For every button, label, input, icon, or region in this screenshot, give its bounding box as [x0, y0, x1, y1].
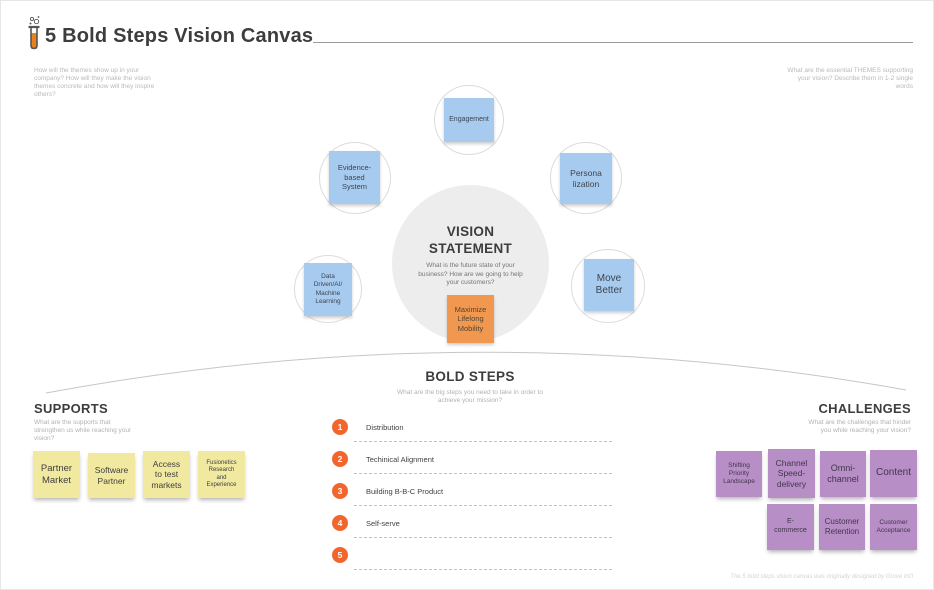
bold-step-row-3: 3 Building B-B-C Product	[332, 483, 614, 506]
bold-step-row-5: 5	[332, 547, 614, 570]
supports-heading: SUPPORTS	[34, 401, 108, 416]
footer-credit: The 5 bold steps vision canvas was origi…	[730, 574, 913, 580]
bold-step-row-2: 2 Techinical Alignment	[332, 451, 614, 474]
title-divider	[313, 42, 913, 43]
sticky-note-omni-channel[interactable]: Omni- channel	[820, 451, 866, 497]
step-3-dashed-line	[354, 505, 612, 506]
bold-steps-prompt: What are the big steps you need to take …	[397, 389, 543, 404]
step-2-label[interactable]: Techinical Alignment	[366, 455, 434, 464]
bold-step-row-1: 1 Distribution	[332, 419, 614, 442]
themes-hint-left: How will the themes show up in your comp…	[34, 67, 155, 98]
step-2-badge: 2	[332, 451, 348, 467]
sticky-note-software-partner[interactable]: Software Partner	[88, 453, 135, 498]
supports-prompt: What are the supports that strengthen us…	[34, 419, 132, 442]
step-5-badge: 5	[332, 547, 348, 563]
sticky-note-personalization[interactable]: Persona lization	[560, 153, 612, 204]
sticky-note-fusionetics-research[interactable]: Fusionetics Research and Experience	[198, 451, 245, 498]
sticky-note-shifting-priority-landscape[interactable]: Shifting Priority Landscape	[716, 451, 762, 497]
sticky-note-access-to-test-markets[interactable]: Access to test markets	[143, 451, 190, 498]
vision-statement-prompt: What is the future state of your busines…	[418, 262, 523, 286]
page-title: 5 Bold Steps Vision Canvas	[45, 25, 314, 47]
bold-steps-heading: BOLD STEPS	[425, 369, 515, 384]
step-3-label[interactable]: Building B-B-C Product	[366, 487, 444, 496]
sticky-note-partner-market[interactable]: Partner Market	[33, 451, 80, 498]
step-4-dashed-line	[354, 537, 612, 538]
challenges-heading: CHALLENGES	[818, 401, 911, 416]
challenges-prompt: What are the challenges that hinder you …	[808, 419, 911, 434]
step-2-dashed-line	[354, 473, 612, 474]
arc-divider	[45, 351, 907, 394]
step-4-badge: 4	[332, 515, 348, 531]
sticky-note-content[interactable]: Content	[870, 450, 917, 497]
sticky-note-evidence-based-system[interactable]: Evidence- based System	[329, 151, 380, 204]
sticky-note-customer-retention[interactable]: Customer Retention	[819, 504, 865, 550]
themes-hint-right: What are the essential THEMES supporting…	[787, 67, 913, 90]
sticky-note-engagement[interactable]: Engagement	[444, 98, 494, 142]
step-4-label[interactable]: Self-serve	[366, 519, 400, 528]
sticky-note-channel-speed-delivery[interactable]: Channel Speed- delivery	[768, 449, 815, 498]
sticky-note-e-commerce[interactable]: E- commerce	[767, 504, 814, 550]
step-1-dashed-line	[354, 441, 612, 442]
sticky-note-move-better[interactable]: Move Better	[584, 259, 634, 311]
step-1-badge: 1	[332, 419, 348, 435]
bold-step-row-4: 4 Self-serve	[332, 515, 614, 538]
sticky-note-data-driven-ai[interactable]: Data Driven/AI/ Machine Learning	[304, 263, 352, 316]
vision-statement-heading: VISION STATEMENT	[428, 224, 513, 256]
step-5-dashed-line	[354, 569, 612, 570]
test-tube-icon	[28, 16, 40, 50]
sticky-note-maximize-lifelong-mobility[interactable]: Maximize Lifelong Mobility	[447, 295, 494, 343]
step-1-label[interactable]: Distribution	[366, 423, 404, 432]
sticky-note-customer-acceptance[interactable]: Customer Acceptance	[870, 504, 917, 550]
step-3-badge: 3	[332, 483, 348, 499]
